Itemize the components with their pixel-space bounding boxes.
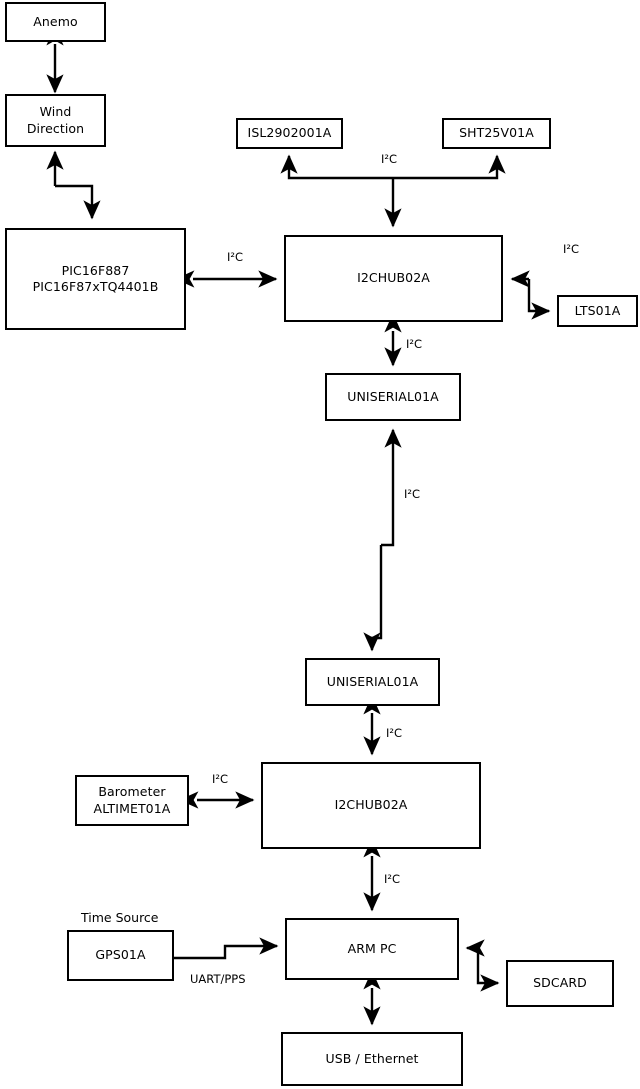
wire-uniserial-link-down <box>363 545 383 652</box>
edge-label-pic-to-hub: I²C <box>227 250 244 264</box>
wire-bus-to-sht <box>393 154 506 180</box>
node-uniserial01a-top[interactable]: UNISERIAL01A <box>325 373 461 421</box>
node-pic-microcontroller[interactable]: PIC16F887 PIC16F87xTQ4401B <box>5 228 186 330</box>
node-lts01a[interactable]: LTS01A <box>557 295 638 327</box>
wire-winddir-pic-elbow <box>55 184 101 220</box>
edge-label-hub-to-uniserial: I²C <box>406 337 423 351</box>
wire-bus-to-isl <box>280 154 393 180</box>
edge-label-hub-to-armpc: I²C <box>384 872 401 886</box>
node-gps01a-label: GPS01A <box>95 947 146 963</box>
label-time-source: Time Source <box>81 910 159 925</box>
edge-label-barometer-to-hub: I²C <box>212 772 229 786</box>
node-wind-direction[interactable]: Wind Direction <box>5 94 106 147</box>
node-arm-pc-label: ARM PC <box>347 940 397 956</box>
wire-i2chubtop-lts-out <box>527 279 551 320</box>
node-i2chub02a-bottom[interactable]: I2CHUB02A <box>261 762 481 849</box>
node-lts01a-label: LTS01A <box>574 302 621 318</box>
edge-label-isl-sht-bus: I²C <box>381 152 398 166</box>
node-anemo[interactable]: Anemo <box>5 2 106 42</box>
node-uniserial01a-top-label: UNISERIAL01A <box>347 388 439 404</box>
wire-armpc-sdcard-out <box>476 948 500 992</box>
node-sdcard-label: SDCARD <box>533 975 587 991</box>
node-i2chub02a-top-label: I2CHUB02A <box>357 270 430 286</box>
node-barometer-altimet01a[interactable]: Barometer ALTIMET01A <box>75 775 189 826</box>
node-i2chub02a-top[interactable]: I2CHUB02A <box>284 235 503 322</box>
node-usb-ethernet-label: USB / Ethernet <box>325 1050 419 1066</box>
node-anemo-label: Anemo <box>33 13 78 29</box>
node-sht25v01a[interactable]: SHT25V01A <box>442 118 551 149</box>
wire-uniserial-link-up <box>381 428 402 547</box>
node-usb-ethernet[interactable]: USB / Ethernet <box>281 1032 463 1086</box>
node-barometer-altimet01a-label: Barometer ALTIMET01A <box>93 784 171 816</box>
edge-label-hub-to-lts: I²C <box>563 242 580 256</box>
node-uniserial01a-bottom[interactable]: UNISERIAL01A <box>305 658 440 706</box>
node-sht25v01a-label: SHT25V01A <box>459 125 534 141</box>
node-i2chub02a-bottom-label: I2CHUB02A <box>334 797 408 813</box>
node-arm-pc[interactable]: ARM PC <box>285 918 459 980</box>
node-sdcard[interactable]: SDCARD <box>506 960 614 1007</box>
node-wind-direction-label: Wind Direction <box>26 104 85 136</box>
node-isl2902001a-label: ISL2902001A <box>247 125 332 141</box>
edge-label-uniserial-to-hub-bottom: I²C <box>386 726 403 740</box>
node-isl2902001a[interactable]: ISL2902001A <box>236 118 343 149</box>
node-uniserial01a-bottom-label: UNISERIAL01A <box>326 673 419 689</box>
node-pic-microcontroller-label: PIC16F887 PIC16F87xTQ4401B <box>32 262 159 295</box>
edge-label-gps-to-armpc: UART/PPS <box>190 972 246 986</box>
edge-label-uniserial-link: I²C <box>404 487 421 501</box>
wire-gps-armpc <box>174 937 279 960</box>
node-gps01a[interactable]: GPS01A <box>67 930 174 981</box>
